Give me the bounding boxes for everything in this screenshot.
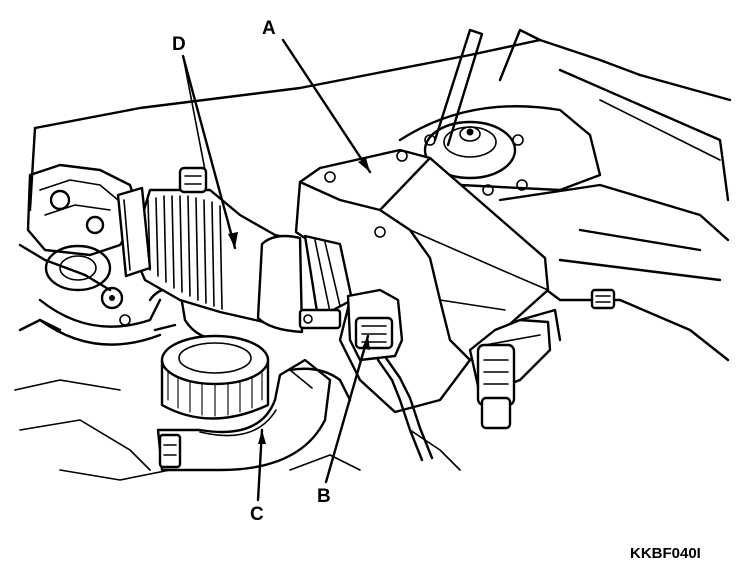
throttle-body-assembly <box>18 163 162 346</box>
engine-bay-background <box>14 28 732 481</box>
callout-c: C <box>250 504 264 525</box>
intake-hose <box>116 166 354 334</box>
battery-box <box>498 183 730 362</box>
callout-leader-lines <box>181 38 372 502</box>
air-intake-duct <box>156 358 352 472</box>
strut-tower <box>398 105 602 196</box>
callout-a: A <box>262 18 276 39</box>
callout-b: B <box>317 486 331 507</box>
figure-id: KKBF040I <box>630 545 701 562</box>
mass-air-flow-sensor-connector <box>346 288 434 462</box>
hood-strut-rod <box>433 28 484 147</box>
callout-d: D <box>172 34 186 55</box>
reservoir-cap <box>160 334 270 420</box>
